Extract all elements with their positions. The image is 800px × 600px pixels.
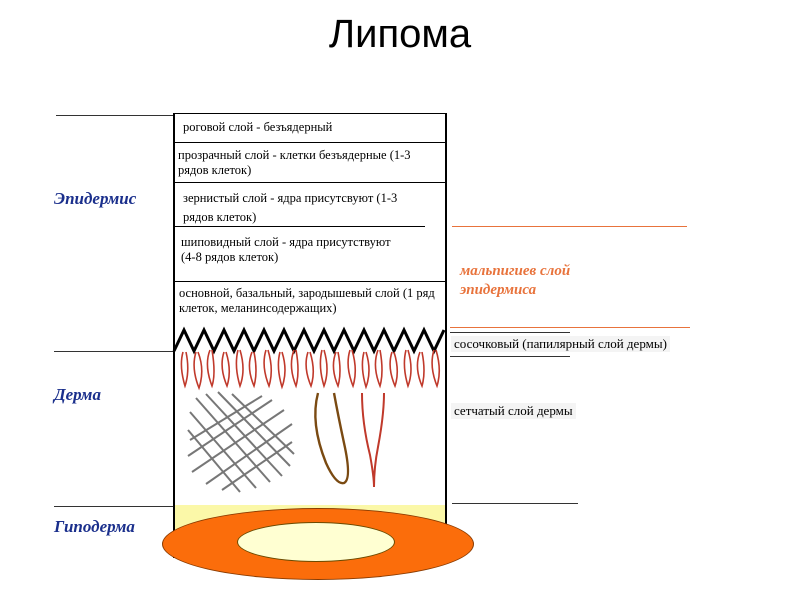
malpighian-label: мальпигиев слой эпидермиса (460, 263, 571, 298)
capillary-loop (374, 349, 383, 389)
capillary-loop (206, 349, 215, 389)
capillary-loop (235, 349, 244, 389)
capillary-loop (347, 349, 357, 389)
layer-text: зернистый слой - ядра присутсвуют (1-3 р… (183, 191, 398, 224)
reticular-bottom-line (452, 503, 578, 504)
capillary-loop (248, 351, 257, 389)
stratum-corneum-cell: роговой слой - безъядерный (175, 114, 447, 143)
capillary-loop (277, 351, 286, 390)
stratum-granulosum-cell: зернистый слой - ядра присутсвуют (1-3 р… (175, 183, 425, 227)
reticular-layer-label: сетчатый слой дермы (451, 403, 576, 419)
epidermis-label: Эпидермис (54, 189, 137, 208)
dermis-label: Дерма (54, 385, 101, 404)
layer-text: основной, базальный, зародышевый слой (1… (179, 286, 435, 315)
papillary-bottom-line (450, 356, 570, 357)
papillary-layer-label: сосочковый (папилярный слой дермы) (451, 336, 670, 352)
capillary-loop (361, 351, 370, 390)
epidermis-top-line (56, 115, 173, 116)
capillary-loop (431, 349, 441, 389)
collagen-fibers (187, 391, 295, 493)
layer-text: роговой слой - безъядерный (183, 120, 333, 134)
capillary-loop (290, 349, 299, 389)
capillary-loop (332, 351, 341, 389)
epidermis-bottom-line (54, 351, 173, 352)
dermo-epidermal-junction (172, 326, 446, 355)
malpighian-bottom-line (450, 327, 690, 328)
capillary-loop (389, 351, 399, 389)
lipoma-core (237, 522, 395, 562)
slide-title: Липома (328, 12, 472, 56)
stratum-basale-cell: основной, базальный, зародышевый слой (1… (175, 282, 447, 332)
malpighian-top-line (452, 226, 687, 227)
dermis-bottom-line (54, 506, 173, 507)
stratum-lucidum-cell: прозрачный слой - клетки безъядерные (1-… (175, 143, 447, 183)
capillary-loop (305, 351, 315, 389)
papillary-top-line (450, 332, 570, 333)
capillary-loop (180, 351, 189, 389)
layer-text: прозрачный слой - клетки безъядерные (1-… (178, 148, 411, 177)
capillary-loop (403, 349, 412, 389)
hair-follicle (314, 392, 350, 485)
capillary-loop (193, 351, 203, 391)
layer-text: шиповидный слой - ядра присутствуют (4-8… (181, 235, 391, 264)
capillary-loop (416, 351, 425, 389)
capillary-loop (319, 349, 328, 389)
sweat-gland (361, 392, 385, 488)
hypodermis-label: Гиподерма (54, 517, 135, 536)
papillary-capillaries (180, 349, 441, 391)
stratum-spinosum-cell: шиповидный слой - ядра присутствуют (4-8… (175, 227, 447, 282)
capillary-loop (263, 349, 273, 389)
capillary-loop (221, 351, 231, 389)
